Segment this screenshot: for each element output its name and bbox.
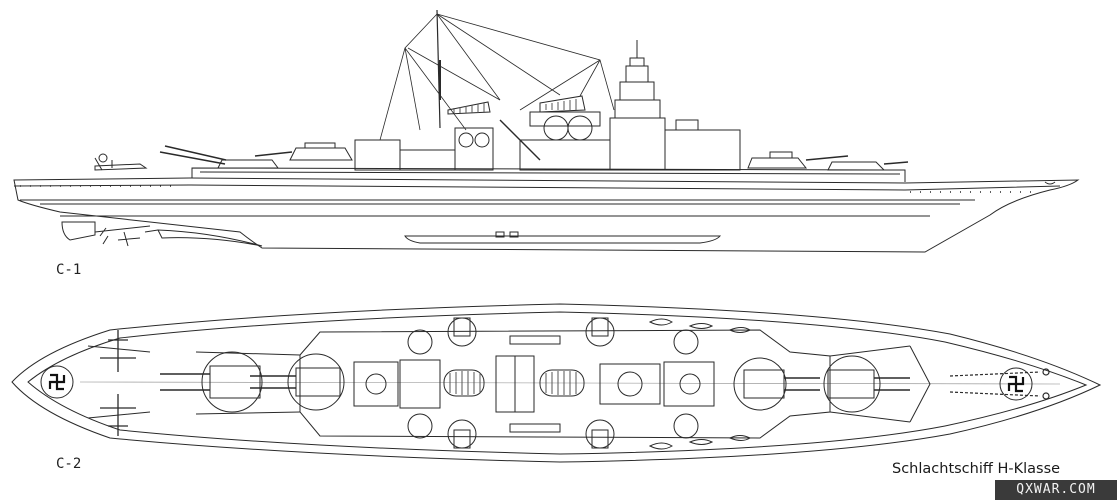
superstructure-plan [299, 329, 831, 439]
aft-funnel-cap [447, 101, 491, 115]
secondary-turrets [407, 317, 699, 449]
ship-boats [509, 318, 752, 450]
skeg [157, 229, 263, 247]
portholes [20, 185, 1031, 193]
turret-aft-a-plan [250, 353, 345, 411]
propeller-shaft [94, 225, 151, 245]
turret-fwd-b-plan [733, 357, 820, 411]
funnel-plan [443, 369, 585, 397]
stern-marking [40, 365, 74, 399]
bow-marking [999, 367, 1033, 401]
turret-aft-b-plan [160, 351, 263, 413]
seaplane [94, 153, 148, 171]
main-superstructure [191, 167, 906, 182]
plan-view [11, 303, 1102, 463]
turret-fwd-a-plan [823, 355, 910, 413]
bow-anchor [1044, 181, 1056, 185]
aft-turrets [159, 142, 353, 169]
rudder [61, 221, 96, 241]
watermark: QXWAR.COM [995, 480, 1117, 500]
deck-line [13, 184, 1061, 191]
anchor-chains [949, 368, 1050, 400]
aircraft-plan [87, 330, 151, 436]
top-view-label: C-2 [56, 456, 82, 472]
mast-rigging [379, 9, 615, 161]
bridge-tower [609, 40, 741, 171]
hull-plan [11, 303, 1102, 463]
bilge-keel [404, 235, 722, 244]
funnel [519, 95, 611, 171]
side-elevation-view [13, 9, 1080, 253]
hull-side [13, 177, 1080, 253]
aft-superstructure [354, 139, 401, 171]
forward-turrets [747, 151, 909, 171]
drawing-caption: Schlachtschiff H-Klasse [892, 461, 1061, 477]
side-view-label: C-1 [56, 262, 82, 278]
